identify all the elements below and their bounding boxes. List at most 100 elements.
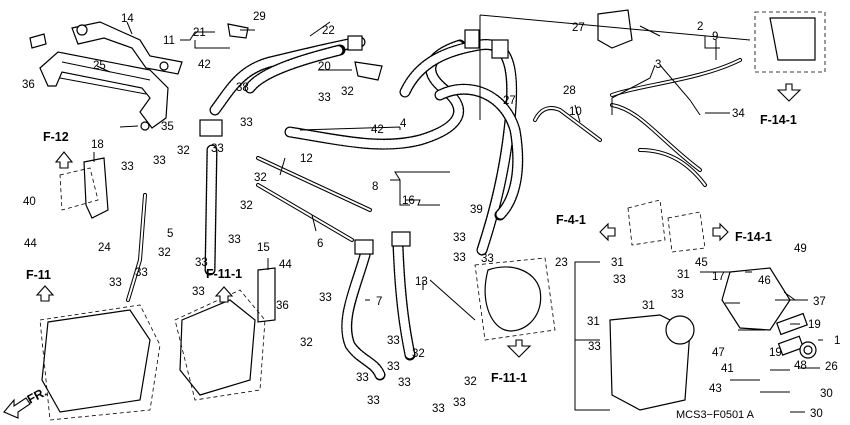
callout-33t: 33: [432, 403, 445, 415]
callout-11: 11: [163, 35, 175, 47]
reference-labels: F-12 F-11 F-11-1 F-11-1 F-4-1 F-14-1 F-1…: [25, 113, 797, 407]
callout-33f: 33: [228, 234, 241, 246]
arrow-up-f11-1: [214, 286, 234, 303]
callout-6: 6: [317, 238, 323, 250]
fittings: [41, 9, 817, 413]
ref-f11: F-11: [26, 268, 51, 282]
callout-39: 39: [470, 204, 483, 216]
callout-20: 20: [318, 61, 331, 73]
callout-32b: 32: [341, 86, 354, 98]
callout-5: 5: [167, 228, 173, 240]
callout-37: 37: [813, 296, 826, 308]
callout-32d: 32: [158, 247, 171, 259]
callout-2: 2: [697, 21, 703, 33]
callout-33x: 33: [588, 341, 601, 353]
arrow-up-f11: [35, 285, 55, 302]
callout-33b: 33: [153, 155, 166, 167]
callout-27b: 27: [503, 95, 516, 107]
ref-f11-1-left: F-11-1: [206, 267, 242, 281]
callout-26: 26: [825, 361, 838, 373]
callout-9: 9: [712, 31, 718, 43]
callout-31d: 31: [587, 316, 600, 328]
callout-4: 4: [400, 118, 407, 130]
callout-33k: 33: [319, 292, 332, 304]
callout-labels: 1 2 3 4 5 6 7 8 9 10 11 12 13 14 15 16 1…: [22, 11, 840, 420]
brake-hoses: [204, 36, 524, 381]
arrow-down-f11-1: [506, 339, 532, 358]
callout-32h: 32: [254, 172, 267, 184]
callout-33q: 33: [387, 361, 400, 373]
callout-33g: 33: [195, 257, 208, 269]
callout-31a: 31: [611, 257, 624, 269]
callout-27a: 27: [572, 22, 585, 34]
callout-32g: 32: [464, 376, 477, 388]
callout-16: 16: [402, 195, 415, 207]
ref-f4-1: F-4-1: [556, 213, 586, 227]
ref-f14-1-right: F-14-1: [735, 230, 772, 244]
callout-45: 45: [695, 257, 708, 269]
callout-33l: 33: [453, 232, 466, 244]
callout-28: 28: [563, 85, 576, 97]
callout-33r: 33: [398, 377, 411, 389]
callout-30b: 30: [810, 408, 823, 420]
callout-33h: 33: [109, 277, 122, 289]
arrow-left-f4-1: [599, 222, 616, 242]
callout-35: 35: [161, 121, 174, 133]
callout-49: 49: [794, 243, 807, 255]
callout-31c: 31: [642, 300, 655, 312]
callout-32c: 32: [240, 200, 253, 212]
callout-29: 29: [253, 11, 266, 23]
callout-23: 23: [555, 257, 568, 269]
reference-arrows: [3, 83, 802, 419]
callout-33p: 33: [356, 372, 369, 384]
arrow-right-f14-1: [712, 222, 729, 242]
callout-22: 22: [322, 25, 335, 37]
callout-10: 10: [569, 106, 582, 118]
callout-36a: 36: [22, 79, 35, 91]
brake-pipes: [126, 58, 742, 302]
callout-19a: 19: [808, 319, 821, 331]
callout-33a: 33: [121, 161, 134, 173]
callout-33i: 33: [135, 267, 148, 279]
ref-f12: F-12: [43, 130, 69, 144]
callout-33m: 33: [453, 252, 466, 264]
callout-3: 3: [655, 59, 661, 71]
ref-f14-1-top: F-14-1: [760, 113, 797, 127]
callout-44a: 44: [24, 238, 37, 250]
callout-33e: 33: [211, 143, 224, 155]
callout-33o: 33: [387, 335, 400, 347]
callout-18: 18: [91, 139, 104, 151]
callout-32e: 32: [300, 337, 313, 349]
grab-handle-assembly: [29, 21, 183, 131]
arrow-up-f12: [54, 151, 74, 169]
callout-33w: 33: [671, 289, 684, 301]
callout-32a: 32: [177, 145, 190, 157]
callout-47: 47: [712, 347, 725, 359]
callout-1: 1: [834, 335, 840, 347]
callout-46: 46: [758, 275, 771, 287]
callout-12: 12: [300, 153, 313, 165]
ref-f11-1-bottom: F-11-1: [491, 371, 527, 385]
callout-36b: 36: [276, 300, 289, 312]
callout-30a: 30: [820, 388, 833, 400]
callout-33v: 33: [613, 274, 626, 286]
callout-42a: 42: [198, 59, 211, 71]
callout-15: 15: [257, 242, 270, 254]
callout-14: 14: [121, 13, 134, 25]
diagram-code: MCS3−F0501 A: [676, 409, 755, 421]
callout-33s: 33: [367, 395, 380, 407]
callout-25: 25: [93, 60, 106, 72]
callout-32f: 32: [412, 348, 425, 360]
callout-41: 41: [721, 363, 734, 375]
callout-33j: 33: [192, 286, 205, 298]
callout-42b: 42: [371, 124, 384, 136]
callout-13: 13: [415, 276, 428, 288]
arrow-front: [3, 397, 31, 419]
callout-33n: 33: [481, 253, 494, 265]
callout-33d: 33: [240, 117, 253, 129]
callout-40: 40: [23, 196, 36, 208]
callout-33u: 33: [453, 397, 466, 409]
callout-48: 48: [794, 360, 807, 372]
callout-44b: 44: [279, 259, 292, 271]
callout-31b: 31: [677, 269, 690, 281]
